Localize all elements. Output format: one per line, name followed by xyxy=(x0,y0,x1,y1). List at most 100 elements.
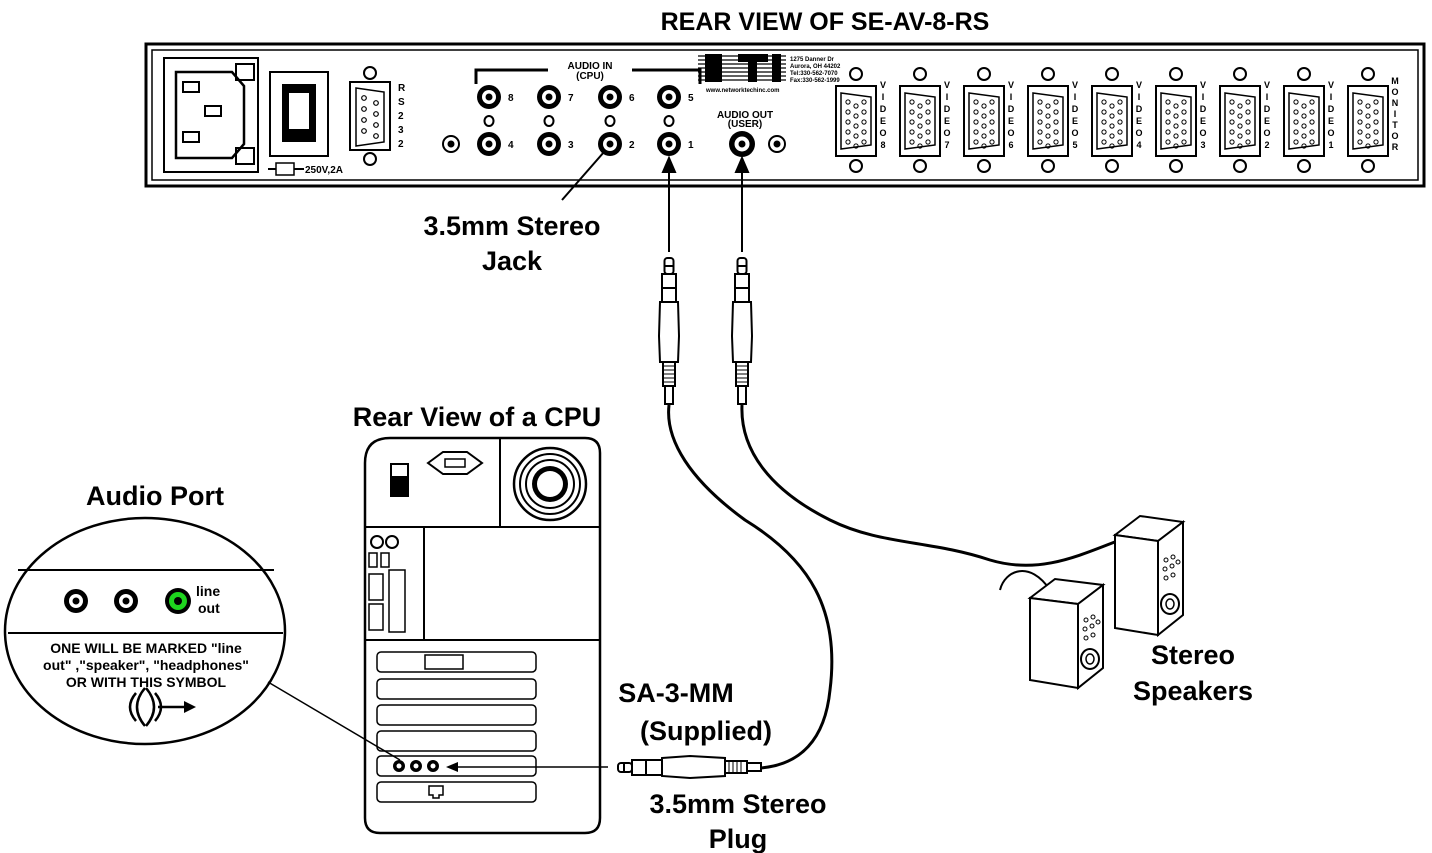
rs232-char: R xyxy=(398,83,406,94)
audio-jack-icon xyxy=(598,85,622,109)
port-label-char: 8 xyxy=(880,140,885,150)
port-label-char: D xyxy=(1136,104,1143,114)
address-line: Aurora, OH 44202 xyxy=(790,64,841,70)
cable-to-cpu xyxy=(667,404,834,770)
detail-leader-line xyxy=(267,681,401,761)
port-label-char: D xyxy=(1072,104,1079,114)
audio-jack-icon xyxy=(657,85,681,109)
rs232-char: 2 xyxy=(398,111,404,122)
cable-supplied-label: (Supplied) xyxy=(640,716,772,746)
port-label-char: I xyxy=(882,92,885,102)
rs232-connector-icon xyxy=(349,66,391,166)
port-label-char: E xyxy=(1264,116,1270,126)
speaker-cable xyxy=(999,570,1051,591)
port-label-char: I xyxy=(1138,92,1141,102)
audio-in-sub: (CPU) xyxy=(576,71,604,82)
port-label-char: O xyxy=(1391,87,1398,97)
cpu-title: Rear View of a CPU xyxy=(353,402,602,432)
audio-out-label: AUDIO OUT xyxy=(717,110,773,121)
port-label-char: D xyxy=(1264,104,1271,114)
speakers-label-line1: Stereo xyxy=(1151,640,1235,670)
port-label-char: D xyxy=(1328,104,1335,114)
port-label-char: 4 xyxy=(1136,140,1141,150)
note-line: OR WITH THIS SYMBOL xyxy=(66,674,227,690)
indicator-icons xyxy=(483,115,675,127)
note-line: out" ,"speaker", "headphones" xyxy=(43,657,249,673)
port-label-char: D xyxy=(1008,104,1015,114)
rs232-label: R S 2 3 2 xyxy=(398,83,406,150)
speaker-icon xyxy=(1112,514,1186,638)
audio-port-jack-icon xyxy=(114,589,138,613)
port-label-char: O xyxy=(1135,128,1142,138)
port-label-char: V xyxy=(1136,80,1142,90)
audio-jack-icon xyxy=(537,85,561,109)
screw-icon xyxy=(442,135,460,153)
power-inlet-icon xyxy=(163,57,259,173)
port-label-char: E xyxy=(944,116,950,126)
port-label-char: E xyxy=(1328,116,1334,126)
port-label-char: E xyxy=(880,116,886,126)
audio-jack-icon xyxy=(598,132,622,156)
rear-panel: 250V,2A R S 2 3 2 AUDIO IN (CPU) xyxy=(144,42,1426,188)
connection-arrows xyxy=(661,155,750,252)
port-label-char: V xyxy=(1008,80,1014,90)
port-label-char: I xyxy=(1010,92,1013,102)
port-label-char: M xyxy=(1391,76,1399,86)
port-label-char: D xyxy=(944,104,951,114)
cpu-jack-arrow xyxy=(446,762,608,772)
address-line: Tel:330-562-7070 xyxy=(790,71,838,77)
port-label-char: 3 xyxy=(1200,140,1205,150)
port-label-char: I xyxy=(1074,92,1077,102)
audio-out-sub: (USER) xyxy=(728,119,762,130)
port-label-char: N xyxy=(1392,98,1399,108)
plug-label-line1: 3.5mm Stereo xyxy=(649,789,826,819)
video-ports: VIDEO8VIDEO7VIDEO6VIDEO5VIDEO4VIDEO3VIDE… xyxy=(835,67,1399,173)
port-label-char: 2 xyxy=(1264,140,1269,150)
speaker-icon xyxy=(1027,577,1106,691)
port-label-char: V xyxy=(880,80,886,90)
port-label-char: E xyxy=(1200,116,1206,126)
speakers-label-line2: Speakers xyxy=(1133,676,1253,706)
nti-logo xyxy=(698,54,786,82)
vertical-plug-icon xyxy=(657,257,681,405)
port-label-char: I xyxy=(946,92,949,102)
cable-model-label: SA-3-MM xyxy=(618,678,734,708)
port-label-char: D xyxy=(880,104,887,114)
audio-out-jack-icon xyxy=(729,131,755,157)
port-label-char: V xyxy=(944,80,950,90)
website-text: www.networktechinc.com xyxy=(705,88,779,94)
port-label-char: I xyxy=(1266,92,1269,102)
jack-number: 3 xyxy=(568,140,574,151)
port-label-char: O xyxy=(1391,131,1398,141)
port-label-char: E xyxy=(1072,116,1078,126)
port-label-char: V xyxy=(1264,80,1270,90)
port-label-char: I xyxy=(1202,92,1205,102)
port-label-char: O xyxy=(879,128,886,138)
port-label-char: 5 xyxy=(1072,140,1077,150)
port-label-char: I xyxy=(1330,92,1333,102)
audio-jack-icon xyxy=(537,132,561,156)
rs232-char: S xyxy=(398,97,405,108)
port-label-char: O xyxy=(1263,128,1270,138)
port-label-char: D xyxy=(1200,104,1207,114)
cpu-audio-jacks xyxy=(393,760,439,772)
jack-number: 6 xyxy=(629,93,635,104)
port-label-char: O xyxy=(1071,128,1078,138)
jack-number: 1 xyxy=(688,140,694,151)
audio-jack-icon xyxy=(477,85,501,109)
port-label-char: T xyxy=(1392,120,1398,130)
power-switch-icon xyxy=(269,71,329,157)
jack-number: 4 xyxy=(508,140,514,151)
rs232-char: 3 xyxy=(398,125,404,136)
jack-label-line1: 3.5mm Stereo xyxy=(423,211,600,241)
audio-port-title: Audio Port xyxy=(86,481,224,511)
port-label-char: O xyxy=(943,128,950,138)
port-label-char: O xyxy=(1199,128,1206,138)
